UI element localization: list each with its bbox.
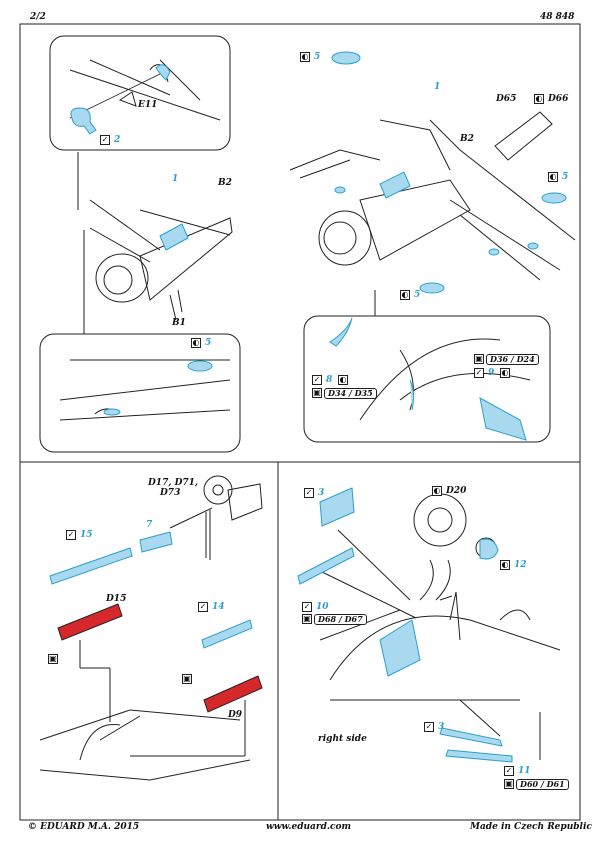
red-part-d9 [203,675,263,713]
part-number-8: 8 [326,375,333,385]
part-number-11: 11 [518,766,531,776]
part-number-5-bottom: 5 [414,290,421,300]
paint-icon: ◐ [500,368,510,378]
bend-icon: ✓ [302,602,312,612]
glue-icon: ▣ [474,354,484,364]
bend-icon: ✓ [474,368,484,378]
part-number-3-top: 3 [318,488,325,498]
bend-icon: ✓ [198,602,208,612]
label-d65: D65 [496,94,517,104]
paint-icon: ◐ [500,560,510,570]
label-d17: D17, D71, [148,478,199,488]
ref-d68-d67: D68 / D67 [314,614,367,625]
pe-part-14 [201,619,253,649]
pe-part-5-right [541,192,567,204]
fold-icon: ▣ [48,654,58,664]
part-number-5-right: 5 [562,172,569,182]
label-e11: E11 [138,100,158,110]
part-number-2: 2 [114,135,121,145]
pe-part-5-top [331,51,361,65]
paint-icon: ◐ [534,94,544,104]
pe-part-7 [139,531,173,553]
red-part-d15 [57,603,123,641]
page-number: 2/2 [30,12,46,22]
part-number-14: 14 [212,602,225,612]
detail-box-right [303,315,551,443]
pe-part-12 [479,538,499,560]
glue-icon: ▣ [302,614,312,624]
part-number-7: 7 [146,520,153,530]
paint-icon: ◐ [191,338,201,348]
bend-icon: ✓ [66,530,76,540]
label-right-side: right side [318,734,367,744]
pe-part-2 [70,107,97,135]
glue-icon: ▣ [312,388,322,398]
pe-part-5-box [187,360,213,372]
bend-icon: ✓ [504,766,514,776]
paint-icon: ◐ [400,290,410,300]
paint-icon: ◐ [300,52,310,62]
part-number-3-bottom: 3 [438,722,445,732]
pe-part-5-bottom [419,282,445,294]
pe-part-8 [329,317,353,347]
paint-icon: ◐ [548,172,558,182]
bend-icon: ✓ [424,722,434,732]
label-d15: D15 [106,594,127,604]
copyright: © EDUARD M.A. 2015 [28,822,140,832]
pe-part-9 [479,397,527,441]
pe-part-1-right [379,171,411,199]
label-d73: D73 [160,488,181,498]
detail-box-top-left [49,35,231,151]
detail-box-bottom-left [39,333,241,453]
part-number-5-box: 5 [205,338,212,348]
label-b2-left: B2 [218,178,232,188]
ref-d34-d35: D34 / D35 [324,388,377,399]
ref-d60-d61: D60 / D61 [516,779,569,790]
website: www.eduard.com [266,822,352,832]
pe-part-1-left [159,223,189,251]
paint-icon: ◐ [432,486,442,496]
origin: Made in Czech Republic [470,822,592,832]
ref-d36-d24: D36 / D24 [486,354,539,365]
label-b2-right: B2 [460,134,474,144]
part-number-10: 10 [316,602,329,612]
pe-part-e11 [155,64,171,81]
label-d66: D66 [548,94,569,104]
paint-icon: ◐ [338,375,348,385]
bend-icon: ✓ [304,488,314,498]
part-number-5-top: 5 [314,52,321,62]
bend-icon: ✓ [312,375,322,385]
part-number-9: 9 [488,368,495,378]
part-number-1-right: 1 [434,82,441,92]
bend-icon: ✓ [100,135,110,145]
page-frame [19,23,581,821]
label-d9: D9 [228,710,243,720]
label-b1: B1 [172,318,186,328]
glue-icon: ▣ [504,779,514,789]
pe-part-5-installed [103,408,121,416]
kit-code: 48 848 [540,12,575,22]
pe-part-3 [297,547,355,585]
fold-icon: ▣ [182,674,192,684]
label-d20: D20 [446,486,467,496]
pe-part-15 [49,547,133,585]
part-number-12: 12 [514,560,527,570]
pe-part-11 [445,749,513,763]
part-number-1-left: 1 [172,174,179,184]
part-number-15: 15 [80,530,93,540]
